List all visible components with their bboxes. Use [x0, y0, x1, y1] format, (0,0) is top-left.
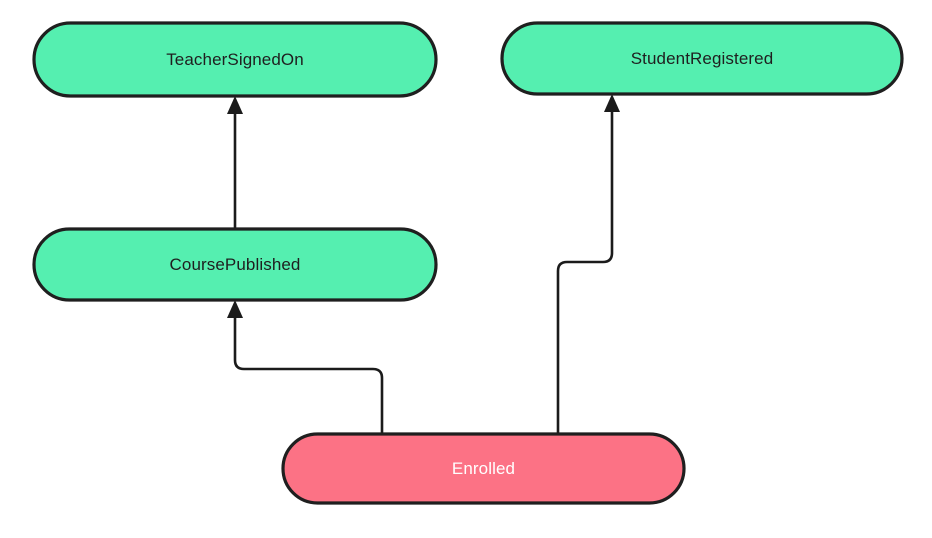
node-shape-pill: [500, 21, 904, 96]
arrowhead-icon: [604, 94, 620, 112]
arrowhead-icon: [227, 300, 243, 318]
node-enrolled[interactable]: Enrolled: [281, 432, 686, 505]
node-label: Enrolled: [452, 459, 515, 478]
edge-line: [233, 310, 384, 434]
edge-line: [556, 104, 614, 434]
nodes-layer: TeacherSignedOn StudentRegistered Course…: [32, 21, 904, 505]
node-label: CoursePublished: [170, 255, 301, 274]
node-student-registered[interactable]: StudentRegistered: [500, 21, 904, 96]
node-shape-pill: [32, 21, 438, 98]
edge-enrolled-to-student-registered[interactable]: [556, 94, 620, 434]
node-teacher-signed-on[interactable]: TeacherSignedOn: [32, 21, 438, 98]
node-shape-pill: [32, 227, 438, 302]
edges-layer: [227, 94, 620, 434]
edge-enrolled-to-course-published[interactable]: [227, 300, 384, 434]
node-label: TeacherSignedOn: [166, 50, 304, 69]
node-label: StudentRegistered: [631, 49, 774, 68]
node-course-published[interactable]: CoursePublished: [32, 227, 438, 302]
arrowhead-icon: [227, 96, 243, 114]
edge-course-published-to-teacher-signed-on[interactable]: [227, 96, 243, 229]
node-shape-pill: [281, 432, 686, 505]
